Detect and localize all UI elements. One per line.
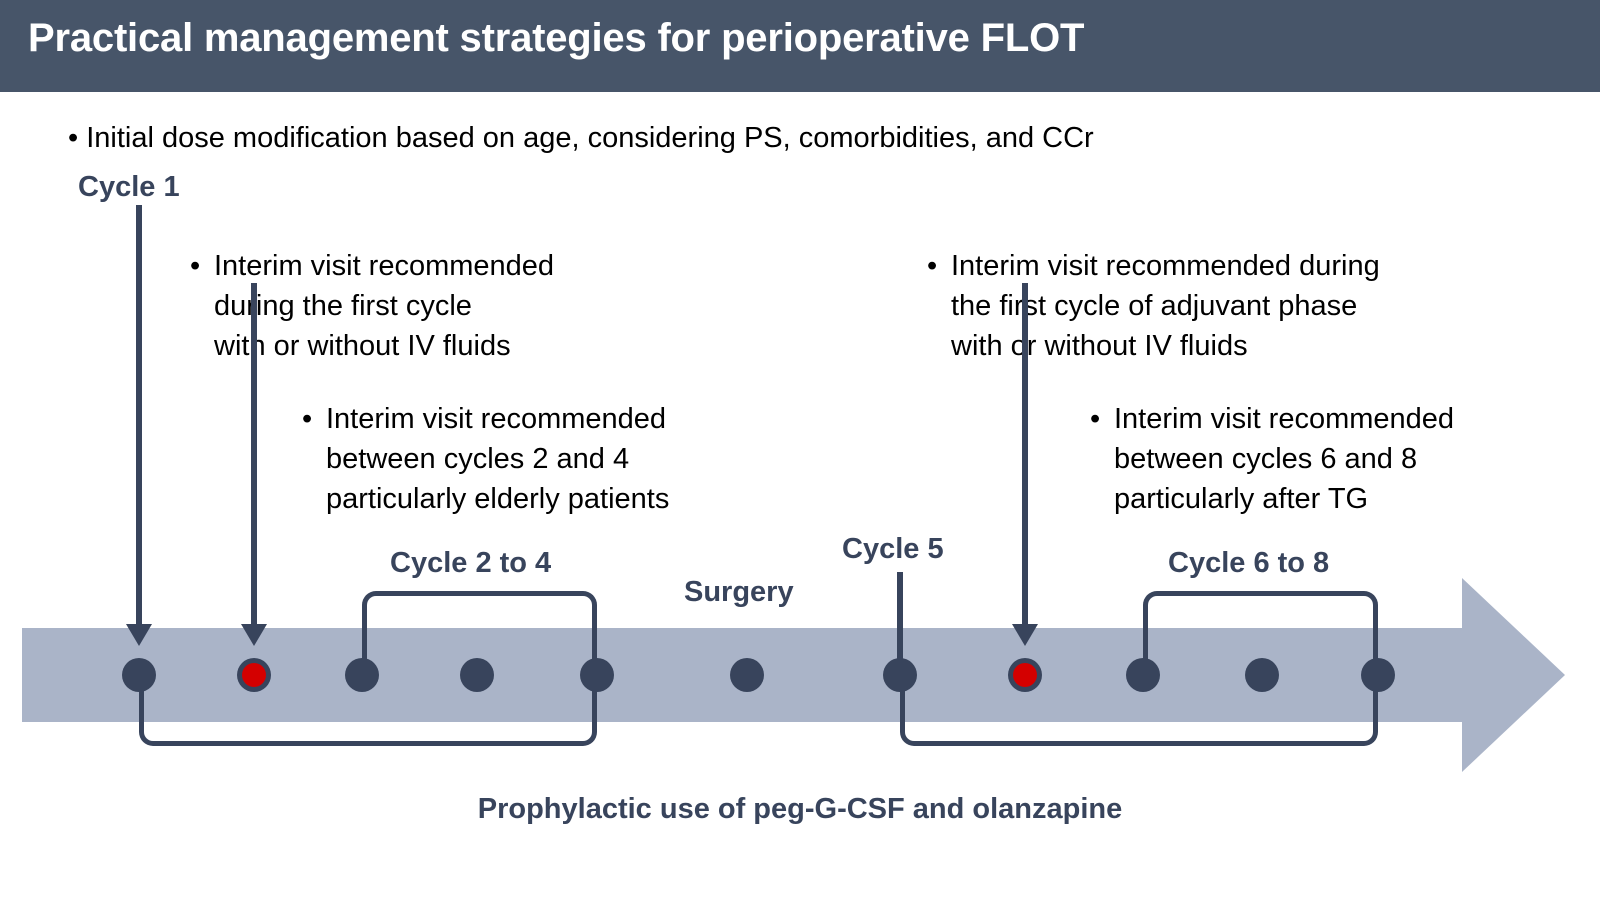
timeline-marker-cycle-8[interactable] xyxy=(1361,658,1395,692)
callout-line: between cycles 2 and 4 xyxy=(326,443,630,475)
timeline-label-surgery: Surgery xyxy=(684,576,794,608)
bracket-prophylaxis-neoadjuvant xyxy=(139,672,597,746)
callout-line: particularly after TG xyxy=(1114,483,1369,515)
timeline-marker-cycle-3[interactable] xyxy=(460,658,494,692)
callout-line: between cycles 6 and 8 xyxy=(1114,443,1418,475)
timeline-marker-cycle-7[interactable] xyxy=(1245,658,1279,692)
leader-line-adjuvant-first-cycle-visit xyxy=(1022,283,1028,630)
timeline-marker-cycle-1[interactable] xyxy=(122,658,156,692)
timeline-marker-cycle-2[interactable] xyxy=(345,658,379,692)
callout-line: Interim visit recommended xyxy=(1088,399,1454,439)
timeline-marker-cycle-5[interactable] xyxy=(883,658,917,692)
timeline-marker-interim-visit-cycle-1[interactable] xyxy=(237,658,271,692)
callout-line: with or without IV fluids xyxy=(951,330,1248,362)
timeline-marker-cycle-4[interactable] xyxy=(580,658,614,692)
bracket-cycle-6-to-8 xyxy=(1143,591,1378,669)
timeline-label-cycle-2-to-4: Cycle 2 to 4 xyxy=(390,547,552,579)
callout-adjuvant-first-cycle-interim-visit: Interim visit recommended during the fir… xyxy=(925,246,1380,366)
bracket-prophylaxis-adjuvant xyxy=(900,672,1378,746)
title-bar: Practical management strategies for peri… xyxy=(0,0,1600,92)
leader-line-first-cycle-visit xyxy=(251,283,257,630)
callout-line: Interim visit recommended xyxy=(300,399,669,439)
timeline-marker-interim-visit-adjuvant[interactable] xyxy=(1008,658,1042,692)
callout-cycles-2-4-interim-visit: Interim visit recommended between cycles… xyxy=(300,399,669,519)
bracket-cycle-2-to-4 xyxy=(362,591,597,669)
leader-line-cycle-1 xyxy=(136,205,142,630)
callout-line: the first cycle of adjuvant phase xyxy=(951,290,1358,322)
timeline-arrow-head-icon xyxy=(1462,578,1565,772)
callout-first-cycle-interim-visit: Interim visit recommended during the fir… xyxy=(188,246,554,366)
leader-arrow-cycle-1-icon xyxy=(126,624,152,646)
page-title: Practical management strategies for peri… xyxy=(28,16,1085,60)
callout-line: particularly elderly patients xyxy=(326,483,670,515)
footer-note: Prophylactic use of peg-G-CSF and olanza… xyxy=(477,793,1123,825)
timeline-marker-surgery[interactable] xyxy=(730,658,764,692)
callout-line: during the first cycle xyxy=(214,290,472,322)
callout-line: with or without IV fluids xyxy=(214,330,511,362)
timeline-label-cycle-5: Cycle 5 xyxy=(842,533,944,565)
timeline-label-cycle-1: Cycle 1 xyxy=(78,171,180,203)
timeline-label-cycle-6-to-8: Cycle 6 to 8 xyxy=(1168,547,1330,579)
callout-line: Interim visit recommended during xyxy=(925,246,1380,286)
timeline-marker-cycle-6[interactable] xyxy=(1126,658,1160,692)
leader-line-cycle-5 xyxy=(897,572,903,668)
intro-bullet: • Initial dose modification based on age… xyxy=(68,122,1094,154)
leader-arrow-adjuvant-first-cycle-visit-icon xyxy=(1012,624,1038,646)
callout-line: Interim visit recommended xyxy=(188,246,554,286)
callout-cycles-6-8-interim-visit: Interim visit recommended between cycles… xyxy=(1088,399,1454,519)
leader-arrow-first-cycle-visit-icon xyxy=(241,624,267,646)
